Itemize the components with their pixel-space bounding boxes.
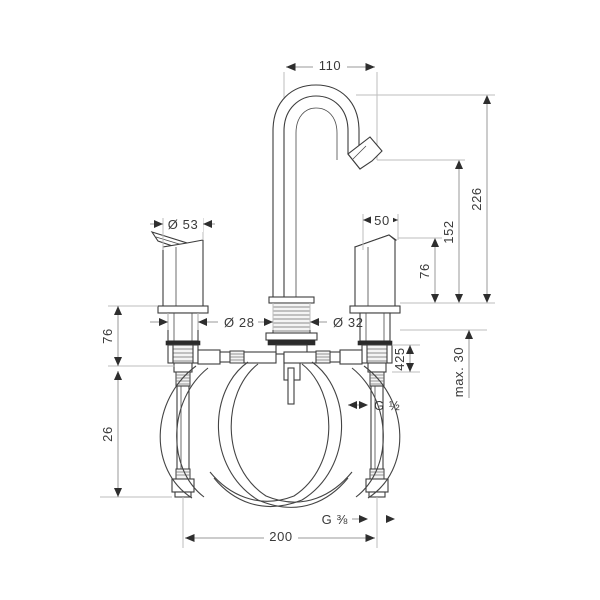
right-handle-assembly [349, 234, 401, 346]
dimension-hose-length: 26 [100, 371, 172, 498]
dimension-label-hole-spacing: 200 [269, 529, 293, 544]
dimension-label-supply-thread: G ½ [374, 398, 400, 413]
left-handle-assembly [150, 231, 209, 346]
dimension-spout-reach: 110 [283, 58, 378, 160]
dimension-label-valve-height: 425 [392, 347, 407, 371]
flexible-hose-loops [159, 361, 401, 508]
dimension-label-shank-32: Ø 32 [333, 315, 364, 330]
dimension-outlet-height: 152 [377, 159, 465, 303]
dimension-total-height: 226 [356, 94, 495, 304]
left-valve-body [167, 344, 277, 498]
dimension-label-handle-height-right: 76 [417, 263, 432, 279]
callout-supply-thread: G ½ [348, 398, 400, 413]
dimension-label-outlet-height: 152 [441, 220, 456, 244]
dimension-lever-length: 50 [362, 212, 399, 250]
dimension-max-deck: max. 30 [400, 329, 487, 398]
callout-hose-thread: G ⅜ [322, 512, 395, 527]
dimension-cap-diameter: Ø 53 [150, 216, 215, 250]
right-valve-body [283, 344, 393, 498]
dimension-label-handle-height-left: 76 [100, 328, 115, 344]
dimension-label-total-height: 226 [469, 187, 484, 211]
dimension-label-hose-thread: G ⅜ [322, 512, 348, 527]
spout-assembly [272, 84, 383, 301]
dimension-label-spout-reach: 110 [319, 58, 342, 73]
dimension-label-lever-length: 50 [374, 213, 390, 228]
dimension-label-cap-diameter: Ø 53 [168, 217, 199, 232]
dimension-valve-height: 425 [392, 344, 420, 373]
center-pull-rod [287, 367, 295, 405]
dimension-handle-height-right: 76 [398, 237, 442, 303]
dimension-shank-28: Ø 28 [150, 313, 255, 330]
dimension-label-hose-length: 26 [100, 426, 115, 442]
dimension-label-shank-28: Ø 28 [224, 315, 255, 330]
dimension-shank-32: Ø 32 [258, 303, 364, 330]
dimension-label-max-deck: max. 30 [451, 347, 466, 397]
dimension-hole-spacing: 200 [182, 497, 378, 548]
dimension-handle-height-left: 76 [100, 305, 175, 367]
